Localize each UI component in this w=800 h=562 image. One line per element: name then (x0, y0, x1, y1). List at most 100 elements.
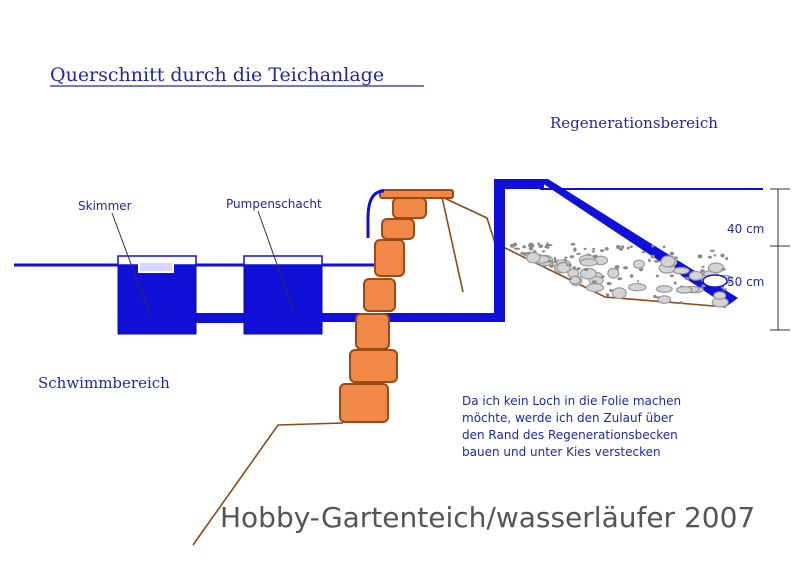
gravel-pebble (641, 251, 646, 254)
gravel-pebble (721, 268, 726, 271)
gravel-pebble (607, 267, 620, 279)
gravel-pebble (650, 254, 656, 259)
gravel-pebble (605, 293, 610, 297)
gravel-pebble (623, 266, 628, 270)
gravel-pebble (655, 296, 660, 299)
gravel-pebble (636, 280, 640, 283)
gravel-pebble (556, 261, 571, 274)
connecting-pipe-2 (322, 313, 502, 322)
gravel-pebble (553, 256, 557, 261)
gravel-pebble (544, 246, 549, 248)
gravel-pebble (675, 286, 693, 294)
gravel-pebble (592, 254, 599, 259)
gravel-pebble (660, 255, 676, 268)
gravel-pebble (669, 274, 674, 278)
depth-label-40: 40 cm (727, 222, 764, 236)
gravel-pebble (564, 256, 568, 259)
depth-markers (770, 188, 790, 331)
gravel-pebble (720, 253, 725, 258)
gravel-pebble (516, 247, 521, 250)
gravel-pebble (579, 267, 597, 280)
pump-pointer (257, 210, 295, 313)
gravel-pebble (617, 277, 623, 281)
pump-shaft-top (243, 255, 323, 266)
note-line: möchte, werde ich den Zulauf über (462, 411, 673, 425)
soil-line-lower (192, 422, 344, 546)
inlet-hook (366, 189, 385, 238)
gravel-pebble (697, 254, 703, 259)
note-line: Da ich kein Loch in die Folie machen (462, 394, 681, 408)
gravel-pebble (653, 260, 660, 263)
gravel-pebble (547, 260, 553, 263)
gravel-pebble (563, 258, 567, 262)
gravel-pebble (546, 242, 549, 246)
gravel-pebble (616, 245, 621, 249)
note-line: bauen und unter Kies verstecken (462, 445, 661, 459)
gravel-pebble (655, 274, 660, 278)
depth-label-50: 50 cm (727, 275, 764, 289)
gravel-pebble (554, 260, 558, 264)
gravel-pebble (592, 280, 597, 284)
riser-pipe (494, 180, 505, 322)
gravel-pebble (585, 283, 605, 293)
pump-shaft-label: Pumpenschacht (226, 197, 322, 211)
gravel-pebble (600, 275, 605, 278)
brick (363, 278, 396, 312)
gravel-pebble (701, 265, 705, 268)
gravel-pebble (609, 289, 613, 292)
gravel-pebble (626, 246, 630, 250)
gravel-pebble (529, 243, 535, 248)
gravel-pebble (547, 244, 553, 247)
connecting-pipe-1 (196, 313, 244, 323)
gravel-pebble (662, 245, 666, 249)
gravel-pebble (628, 283, 647, 292)
watermark: Hobby-Gartenteich/wasserläufer 2007 (220, 501, 755, 534)
gravel-pebble (568, 263, 572, 268)
gravel-pebble (614, 265, 620, 269)
gravel-pebble (583, 267, 589, 272)
gravel-pebble (576, 252, 581, 256)
brick (339, 383, 389, 423)
skimmer-pointer (111, 212, 151, 316)
gravel-pebble (579, 258, 598, 267)
gravel-pebble (541, 250, 546, 253)
gravel-pebble (569, 255, 575, 259)
brick (355, 313, 390, 350)
gravel-pebble (573, 248, 577, 252)
soil-line-support (426, 196, 464, 293)
riser-top (494, 179, 544, 189)
pump-shaft-box (243, 255, 323, 335)
gravel-pebble (648, 258, 651, 263)
gravel-bed (510, 242, 733, 308)
gravel-pebble (604, 247, 609, 251)
gravel-pebble (629, 274, 634, 278)
gravel-pebble (722, 288, 728, 291)
gravel-pebble (591, 250, 595, 253)
gravel-pebble (707, 255, 712, 259)
gravel-pebble (621, 245, 625, 249)
outlet-opening (702, 274, 728, 288)
brick (381, 218, 415, 240)
gravel-pebble (684, 276, 690, 281)
skimmer-float (138, 261, 174, 273)
gravel-pebble (725, 257, 729, 261)
brick-cap (379, 189, 454, 199)
gravel-pebble (576, 267, 581, 271)
gravel-pebble (655, 285, 673, 293)
gravel-pebble (709, 249, 715, 252)
regeneration-label: Regenerationsbereich (550, 114, 718, 132)
gravel-pebble (669, 251, 675, 256)
brick (349, 349, 398, 383)
brick (392, 197, 427, 219)
gravel-pebble (540, 264, 546, 268)
gravel-pebble (606, 281, 612, 286)
gravel-pebble (688, 270, 704, 281)
brick (374, 239, 405, 277)
gravel-pebble (510, 243, 515, 248)
gravel-pebble (592, 247, 596, 250)
gravel-pebble (611, 287, 627, 300)
gravel-pebble (522, 245, 527, 249)
note-line: den Rand des Regenerationsbecken (462, 428, 678, 442)
gravel-pebble (657, 295, 672, 305)
